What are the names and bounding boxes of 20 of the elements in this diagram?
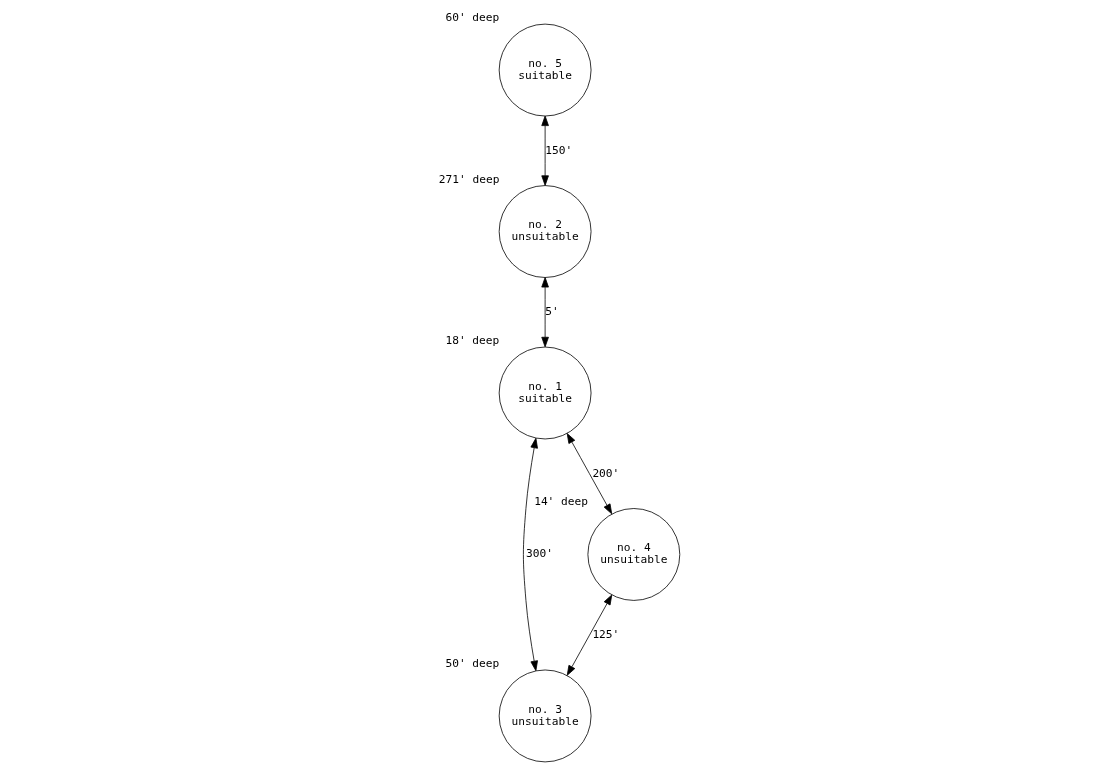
edge-label: 300' <box>526 547 553 561</box>
node-label: 60' deep <box>445 11 500 25</box>
arrow <box>523 437 538 672</box>
arrow <box>541 115 549 186</box>
edge-label: 150' <box>545 143 573 157</box>
node-label: 14' deep <box>534 495 589 509</box>
edge-label: 200' <box>592 466 620 480</box>
node-label: 18' deep <box>445 333 500 347</box>
node-circle: no. 2 unsuitable <box>498 185 592 278</box>
edge-label: 5' <box>545 305 559 319</box>
node-label: 271' deep <box>438 172 500 186</box>
node-label: 50' deep <box>445 656 500 670</box>
arrow <box>566 433 613 515</box>
edge-label: 125' <box>592 628 620 642</box>
node-circle: no. 4 unsuitable <box>587 508 681 601</box>
node-circle: no. 3 unsuitable <box>498 669 592 763</box>
node-circle: no. 1 suitable <box>498 346 592 440</box>
arrow <box>566 594 613 676</box>
arrow <box>541 277 549 348</box>
node-circle: no. 5 suitable <box>498 23 592 117</box>
